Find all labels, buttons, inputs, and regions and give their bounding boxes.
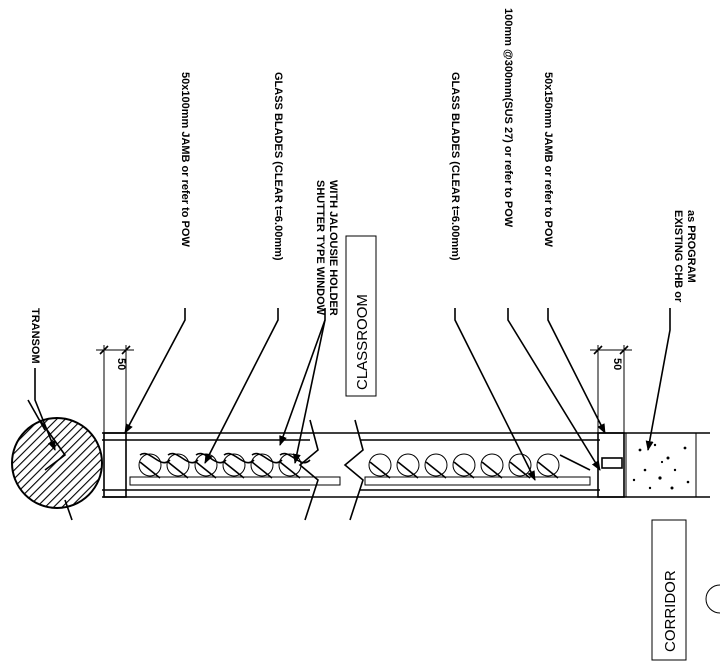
label-bar-spacing: 100mm @300mm(SUS 27) or refer to POW	[502, 8, 514, 228]
corridor-text: CORRIDOR	[662, 570, 679, 652]
dimension-bottom-text: 50	[611, 358, 623, 370]
label-glass-blades-bottom: GLASS BLADES (CLEAR t=6.00mm)	[449, 72, 461, 261]
label-chb-line2: as PROGRAM	[685, 210, 697, 283]
dimension-bottom: 50	[590, 345, 632, 433]
classroom-text: CLASSROOM	[354, 294, 371, 390]
label-jamb-top: 50x100mm JAMB or refer to POW	[179, 72, 191, 247]
glass-blades-top-group	[138, 452, 311, 479]
label-shutter-line2: WITH JALOUSIE HOLDER	[327, 180, 339, 316]
room-label-corridor: CORRIDOR	[651, 519, 687, 661]
label-shutter-line1: SHUTTER TYPE WINDOW	[314, 180, 326, 316]
window-frame	[102, 432, 710, 498]
break-lines	[298, 419, 364, 521]
label-glass-blades-top: GLASS BLADES (CLEAR t=6.00mm)	[272, 72, 284, 261]
label-jamb-bottom: 50x150mm JAMB or refer to POW	[542, 72, 554, 247]
room-label-classroom: CLASSROOM	[345, 235, 377, 397]
label-transom: TRANSOM	[29, 308, 41, 364]
label-chb-line1: EXISTING CHB or	[672, 210, 684, 303]
glass-blades-bottom-group	[368, 453, 591, 479]
chb-wall-fill	[601, 432, 697, 498]
dimension-top: 50	[96, 345, 134, 433]
edge-circle-fragment	[705, 584, 720, 614]
leader-lines	[34, 308, 671, 481]
transom-section	[11, 399, 103, 521]
dimension-top-text: 50	[115, 358, 127, 370]
